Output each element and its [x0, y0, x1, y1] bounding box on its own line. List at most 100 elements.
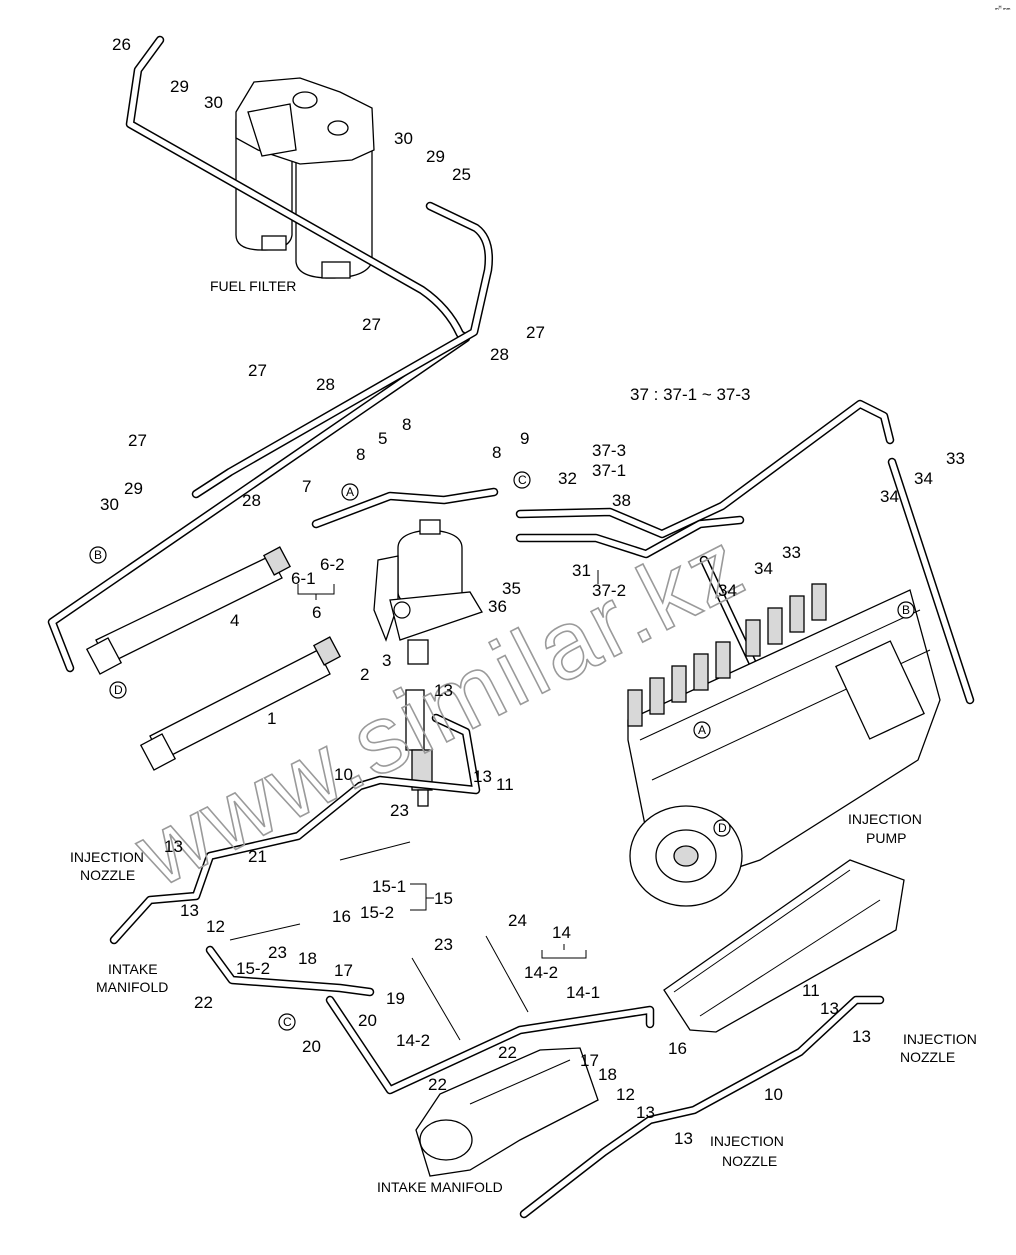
injection-nozzle-right-label-1: INJECTION	[903, 1031, 977, 1047]
part-number-30-b: 30	[394, 129, 413, 148]
part-number-28-a: 28	[490, 345, 509, 364]
part-number-27-b: 27	[362, 315, 381, 334]
part-number-13-h: 13	[674, 1129, 693, 1148]
corner-mark: ₘᴴ ₘₘ	[995, 5, 1011, 12]
part-number-16-right: 16	[668, 1039, 687, 1058]
part-number-34-a: 34	[880, 487, 899, 506]
part-number-18-left: 18	[298, 949, 317, 968]
injection-nozzle-bottom-label-1: INJECTION	[710, 1133, 784, 1149]
part-number-12-right: 12	[616, 1085, 635, 1104]
callout-a: A	[346, 485, 354, 499]
part-number-37-2: 37-2	[592, 581, 626, 600]
part-number-13-b: 13	[473, 767, 492, 786]
part-numbers: 1 2 3 4 5 6 6-1 6-2 7 8 8 8 9 10 10 11 1…	[100, 35, 965, 1148]
part-number-36: 36	[488, 597, 507, 616]
intake-manifold-left-label-1: INTAKE	[108, 961, 158, 977]
part-number-7: 7	[302, 477, 311, 496]
part-number-30-c: 30	[100, 495, 119, 514]
part-number-23-c: 23	[434, 935, 453, 954]
callout-b: B	[94, 548, 102, 562]
part-number-37-1: 37-1	[592, 461, 626, 480]
part-number-14-1: 14-1	[566, 983, 600, 1002]
callout-d-pump: D	[718, 821, 727, 835]
part-number-8-b: 8	[356, 445, 365, 464]
part-number-30-a: 30	[204, 93, 223, 112]
part-number-37-3: 37-3	[592, 441, 626, 460]
part-number-27-d: 27	[128, 431, 147, 450]
intake-manifold-bottom-label: INTAKE MANIFOLD	[377, 1179, 503, 1195]
part-number-15-2-b: 15-2	[236, 959, 270, 978]
part-number-24: 24	[508, 911, 527, 930]
part-number-14-2-a: 14-2	[524, 963, 558, 982]
part-number-28-b: 28	[316, 375, 335, 394]
part-number-31: 31	[572, 561, 591, 580]
callout-a-pump: A	[698, 723, 706, 737]
injection-nozzle-left-label-2: NOZZLE	[80, 867, 135, 883]
priming-pump	[373, 519, 483, 665]
part-number-25: 25	[452, 165, 471, 184]
part-number-11-upper: 11	[496, 775, 514, 794]
part-number-27-a: 27	[526, 323, 545, 342]
part-number-34-b: 34	[914, 469, 933, 488]
part-number-19: 19	[386, 989, 405, 1008]
part-number-13-c: 13	[164, 837, 183, 856]
part-number-11-lower: 11	[802, 981, 820, 1000]
part-number-13-a: 13	[434, 681, 453, 700]
part-number-20-a: 20	[358, 1011, 377, 1030]
circle-callouts: A A B B C C D D	[89, 471, 915, 1031]
part-number-1: 1	[267, 709, 276, 728]
injection-nozzle-left-label-1: INJECTION	[70, 849, 144, 865]
part-number-13-g: 13	[636, 1103, 655, 1122]
part-number-29-b: 29	[426, 147, 445, 166]
part-number-10-upper: 10	[334, 765, 353, 784]
intake-manifold-bottom: INTAKE MANIFOLD	[377, 1047, 599, 1195]
part-number-5: 5	[378, 429, 387, 448]
part-number-16-left: 16	[332, 907, 351, 926]
part-number-33-b: 33	[782, 543, 801, 562]
callout-d: D	[114, 683, 123, 697]
part-number-8-c: 8	[492, 443, 501, 462]
part-number-2: 2	[360, 665, 369, 684]
part-number-27-c: 27	[248, 361, 267, 380]
part-number-17-right: 17	[580, 1051, 599, 1070]
part-number-38: 38	[612, 491, 631, 510]
part-number-23-a: 23	[390, 801, 409, 820]
callout-c: C	[518, 473, 527, 487]
part-number-6-2: 6-2	[320, 555, 345, 574]
part-number-22-mid: 22	[498, 1043, 517, 1062]
injection-pump-plungers	[627, 583, 827, 727]
hoses	[85, 546, 341, 771]
part-number-6: 6	[312, 603, 321, 622]
part-number-15-2-a: 15-2	[360, 903, 394, 922]
part-number-32: 32	[558, 469, 577, 488]
callout-b-pump: B	[902, 603, 910, 617]
part-number-28-c: 28	[242, 491, 261, 510]
injection-nozzle-bottom-label-2: NOZZLE	[722, 1153, 777, 1169]
part-number-21: 21	[248, 847, 267, 866]
fuel-lines	[47, 35, 975, 705]
part-number-34-c: 34	[754, 559, 773, 578]
part-number-9: 9	[520, 429, 529, 448]
part-number-13-d: 13	[180, 901, 199, 920]
part-number-13-e: 13	[820, 999, 839, 1018]
part-number-15: 15	[434, 889, 453, 908]
part-number-29-c: 29	[124, 479, 143, 498]
part-number-34-d: 34	[718, 581, 737, 600]
part-number-17-left: 17	[334, 961, 353, 980]
part-number-23-b: 23	[268, 943, 287, 962]
part-number-20-b: 20	[302, 1037, 321, 1056]
group-brackets	[297, 570, 599, 959]
part-number-18-right: 18	[598, 1065, 617, 1084]
section-note: 37 : 37-1 ~ 37-3	[630, 385, 751, 404]
part-number-6-1: 6-1	[291, 569, 316, 588]
part-number-10-lower: 10	[764, 1085, 783, 1104]
part-number-22-left: 22	[194, 993, 213, 1012]
intake-manifold-right	[663, 859, 905, 1033]
component-labels: INJECTION NOZZLE INTAKE MANIFOLD INJECTI…	[70, 385, 977, 1169]
part-number-15-1: 15-1	[372, 877, 406, 896]
callout-c-lower: C	[283, 1015, 292, 1029]
part-number-8-a: 8	[402, 415, 411, 434]
intake-manifold-left-label-2: MANIFOLD	[96, 979, 168, 995]
part-number-29-a: 29	[170, 77, 189, 96]
